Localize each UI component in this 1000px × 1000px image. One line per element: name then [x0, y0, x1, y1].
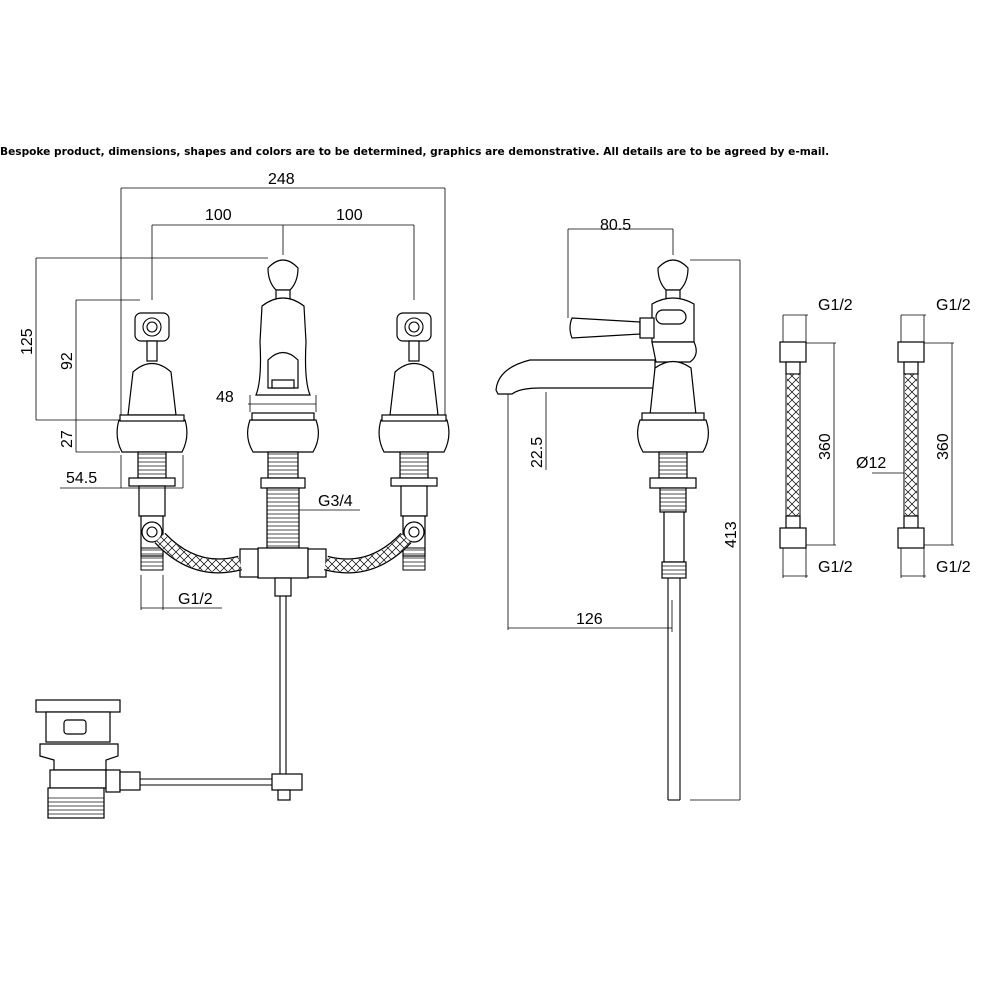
hose2-diameter: Ø12 — [856, 455, 886, 472]
dim-base-width: 54.5 — [66, 470, 97, 487]
hose2-length: 360 — [935, 433, 952, 460]
hose2-top-thread: G1/2 — [936, 297, 971, 314]
dim-spout-reach: 126 — [576, 611, 603, 628]
left-braided-hose — [155, 533, 242, 572]
hose2-bottom-thread: G1/2 — [936, 559, 971, 576]
flexible-hose-1: G1/2 360 G1/2 — [779, 297, 853, 578]
right-braided-hose — [324, 533, 411, 572]
dim-spout-width: 48 — [216, 389, 234, 406]
center-spout — [239, 259, 327, 780]
dim-handle-height: 92 — [59, 352, 76, 370]
dim-total-height-front: 125 — [19, 328, 36, 355]
front-view: 248 100 100 125 92 27 54.5 48 G3/4 G1/2 — [19, 171, 450, 819]
side-view: 80.5 22.5 126 413 — [495, 217, 741, 801]
flexible-hose-2: G1/2 360 Ø12 G1/2 — [856, 297, 971, 578]
dim-spacing-right: 100 — [336, 207, 363, 224]
hose1-length: 360 — [817, 433, 834, 460]
hose1-bottom-thread: G1/2 — [818, 559, 853, 576]
dim-thread-side: G1/2 — [178, 591, 213, 608]
dim-total-height-side: 413 — [723, 521, 740, 548]
right-valve — [378, 312, 450, 571]
dim-overall-width: 248 — [268, 171, 295, 188]
dim-spout-height: 22.5 — [529, 437, 546, 468]
front-dimensions — [35, 187, 446, 610]
hose1-top-thread: G1/2 — [818, 297, 853, 314]
dim-side-lever-width: 80.5 — [600, 217, 631, 234]
left-valve — [116, 312, 188, 571]
dim-spacing-left: 100 — [205, 207, 232, 224]
disclaimer-note: Bespoke product, dimensions, shapes and … — [0, 146, 830, 158]
dim-thread-center: G3/4 — [318, 493, 353, 510]
dim-base-height: 27 — [59, 430, 76, 448]
pop-up-waste — [35, 699, 303, 819]
